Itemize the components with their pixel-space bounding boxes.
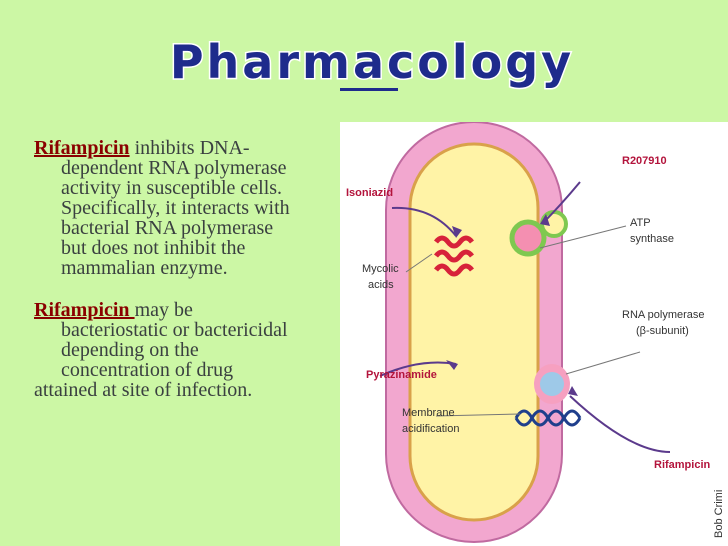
paragraph-2: Rifampicin may be bacteriostatic or bact… [34, 300, 354, 400]
label-mycolic: Mycolic [362, 263, 399, 275]
line: but does not inhibit the [61, 237, 246, 259]
label-rna-polymerase: RNA polymerase [622, 309, 705, 321]
label-synthase: synthase [630, 233, 674, 245]
body-text: Rifampicin inhibits DNA- dependent RNA p… [34, 138, 354, 400]
label-rifampicin: Rifampicin [654, 459, 711, 471]
artist-credit: Bob Crimi [713, 490, 725, 538]
label-acidification: acidification [402, 423, 459, 435]
slide-title: Pharmacology [142, 30, 602, 100]
keyword-rifampicin: Rifampicin [34, 299, 135, 321]
line: depending on the [61, 339, 199, 361]
line: mammalian enzyme. [61, 257, 228, 279]
line: activity in susceptible cells. [61, 177, 283, 199]
mycolic-acids-icon [434, 235, 474, 277]
line: bacteriostatic or bactericidal [61, 319, 288, 341]
label-atp: ATP [630, 217, 651, 229]
title-text: Pharmacology [170, 35, 574, 89]
line: may be [134, 299, 193, 321]
label-acids: acids [368, 279, 394, 291]
keyword-rifampicin: Rifampicin [34, 137, 130, 159]
paragraph-1: Rifampicin inhibits DNA- dependent RNA p… [34, 138, 354, 278]
label-r207910: R207910 [622, 155, 667, 167]
title-underline [340, 88, 398, 91]
label-isoniazid: Isoniazid [346, 187, 393, 199]
bacterium-diagram: R207910 Isoniazid ATP synthase Mycolic a… [340, 122, 728, 546]
line: dependent RNA polymerase [61, 157, 287, 179]
label-pyrazinamide: Pyrazinamide [366, 369, 437, 381]
line: attained at site of infection. [34, 379, 253, 401]
label-beta-subunit: (β-subunit) [636, 325, 689, 337]
line: Specifically, it interacts with [61, 197, 290, 219]
atp-synthase-icon [509, 219, 547, 257]
cytoplasm [408, 142, 540, 522]
label-membrane: Membrane [402, 407, 455, 419]
line: inhibits DNA- [129, 137, 250, 159]
line: bacterial RNA polymerase [61, 217, 274, 239]
line: concentration of drug [61, 359, 234, 381]
